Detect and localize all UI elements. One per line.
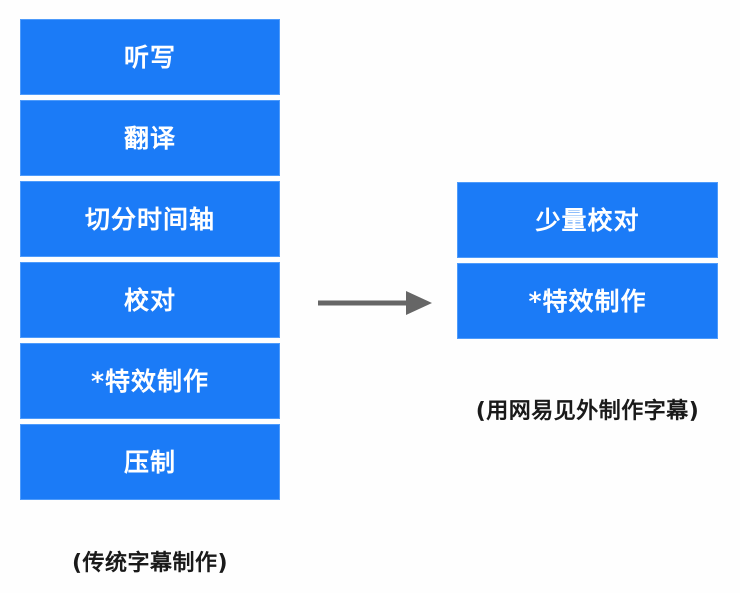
step-box: 压制 (20, 424, 280, 500)
step-label: 校对 (123, 285, 176, 315)
step-label: 翻译 (123, 123, 176, 153)
modern-workflow-column: 少量校对 *特效制作 (457, 182, 718, 339)
step-box: 翻译 (20, 100, 280, 176)
step-box: 听写 (20, 19, 280, 95)
modern-workflow-caption: (用网易见外制作字幕) (475, 399, 700, 424)
traditional-workflow-caption: (传统字幕制作) (71, 551, 229, 576)
step-label: *特效制作 (90, 366, 210, 396)
step-label: *特效制作 (528, 286, 647, 316)
step-label: 少量校对 (535, 205, 640, 235)
step-label: 切分时间轴 (84, 204, 215, 234)
step-label: 听写 (123, 42, 176, 72)
right-arrow-icon (318, 291, 432, 315)
traditional-workflow-column: 听写 翻译 切分时间轴 校对 *特效制作 压制 (20, 19, 280, 500)
step-box: 校对 (20, 262, 280, 338)
step-label: 压制 (123, 447, 176, 477)
step-box: *特效制作 (20, 343, 280, 419)
step-box: 切分时间轴 (20, 181, 280, 257)
step-box: 少量校对 (457, 182, 718, 258)
step-box: *特效制作 (457, 263, 718, 339)
